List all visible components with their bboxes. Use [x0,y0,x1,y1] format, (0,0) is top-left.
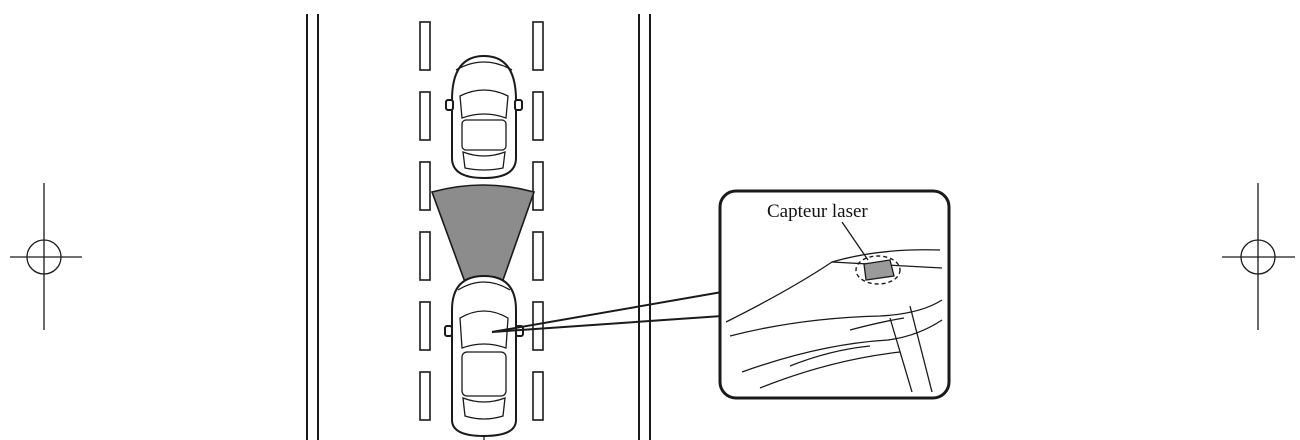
road-edge-right [638,14,651,440]
vehicle-ahead [445,54,523,180]
label-leader-line [841,221,869,261]
windshield-illustration [725,249,943,393]
lane-markings-left [419,21,431,421]
road-edge-left [306,14,319,440]
inset-frame [718,189,951,400]
own-vehicle [444,274,524,440]
sensor-label: Capteur laser [767,201,868,222]
laser-detection-area [430,184,536,337]
callout-pointer [491,291,723,333]
laser-sensor [855,255,901,285]
registration-mark-right [1222,183,1295,330]
registration-mark-left [10,183,82,330]
lane-markings-right [532,21,544,421]
